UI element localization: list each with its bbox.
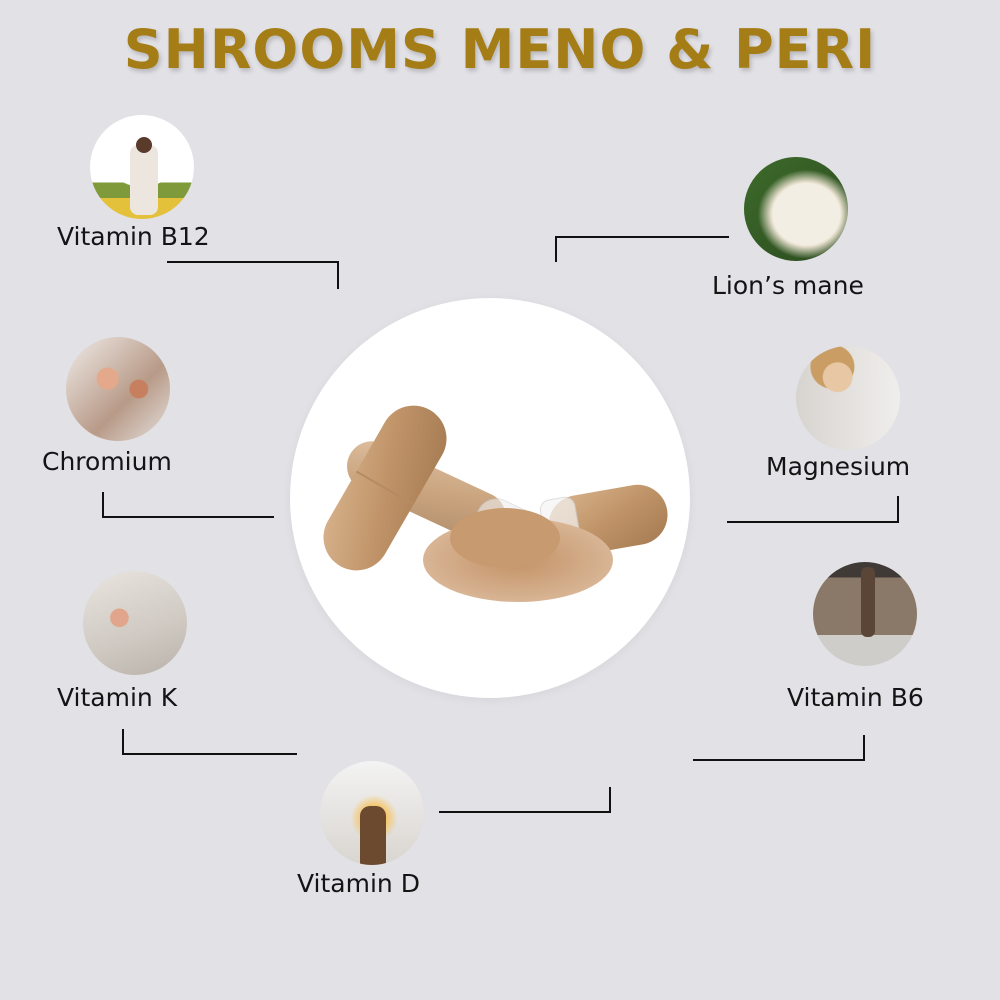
vitamin-b12-label: Vitamin B12 [57, 222, 210, 251]
connector-line [727, 496, 899, 523]
capsules-image [290, 298, 690, 698]
chromium-image [66, 337, 170, 441]
vitamin-b6-label: Vitamin B6 [787, 683, 924, 712]
vitamin-k-label: Vitamin K [57, 683, 178, 712]
page-title: SHROOMS MENO & PERI [123, 18, 877, 81]
vitamin-d-label: Vitamin D [297, 869, 420, 898]
lions-mane-image [744, 157, 848, 261]
connector-line [439, 787, 611, 813]
magnesium-label: Magnesium [766, 452, 911, 481]
vitamin-b12-image [90, 115, 194, 219]
connector-line [555, 236, 729, 262]
connector-line [122, 729, 297, 755]
connector-line [167, 261, 339, 289]
chromium-label: Chromium [42, 447, 172, 476]
vitamin-d-image [320, 761, 424, 865]
lions-mane-label: Lion’s mane [712, 271, 864, 300]
vitamin-b6-image [813, 562, 917, 666]
connector-line [102, 492, 274, 518]
connector-line [693, 735, 865, 761]
magnesium-image [796, 346, 900, 450]
vitamin-k-image [83, 571, 187, 675]
